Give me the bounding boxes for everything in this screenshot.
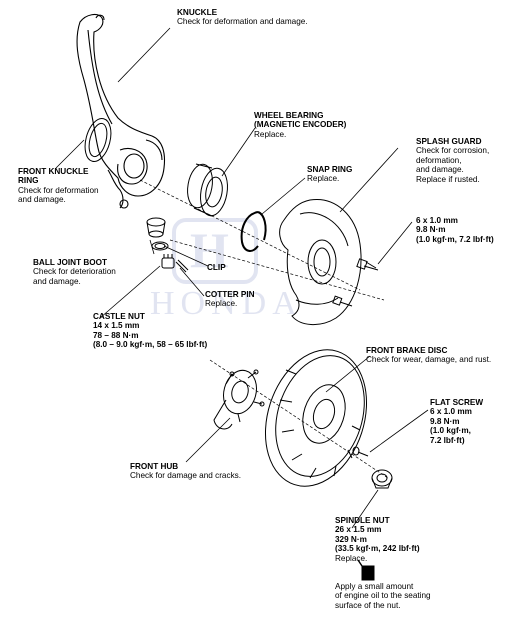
label-oil-note: Apply a small amount of engine oil to th… bbox=[335, 582, 431, 610]
front-hub-title: FRONT HUB bbox=[130, 462, 179, 471]
oil-note-line-1: Apply a small amount bbox=[335, 582, 414, 591]
snap-ring-note: Replace. bbox=[307, 174, 340, 184]
knuckle-ring-title-2: RING bbox=[18, 176, 39, 186]
oil-note-line-2: of engine oil to the seating bbox=[335, 591, 431, 601]
splash-guard-line-1: Check for corrosion, bbox=[416, 146, 490, 156]
spindle-nut-torque-nm: 329 N·m bbox=[335, 534, 367, 544]
splash-bolts bbox=[332, 258, 379, 307]
label-front-brake-disc: FRONT BRAKE DISC Check for wear, damage,… bbox=[366, 346, 491, 365]
label-knuckle: KNUCKLE Check for deformation and damage… bbox=[177, 8, 308, 27]
oil-can-icon bbox=[357, 559, 375, 581]
spindle-nut-torque-alt: (33.5 kgf·m, 242 lbf·ft) bbox=[335, 544, 420, 554]
knuckle-note: Check for deformation and damage. bbox=[177, 17, 308, 27]
assembly-lines bbox=[139, 179, 389, 479]
clip-part bbox=[151, 241, 169, 251]
label-splash-guard: SPLASH GUARD Check for corrosion, deform… bbox=[416, 137, 489, 184]
oil-note-line-3: surface of the nut. bbox=[335, 600, 401, 610]
splash-guard-line-2: deformation, bbox=[416, 155, 462, 165]
front-hub-note: Check for damage and cracks. bbox=[130, 471, 242, 481]
castle-nut-size: 14 x 1.5 mm bbox=[93, 321, 140, 331]
flat-screw-torque-alt-1: (1.0 kgf·m, bbox=[430, 426, 471, 436]
cotter-pin-part bbox=[175, 259, 189, 273]
label-snap-ring: SNAP RING Replace. bbox=[307, 165, 352, 184]
wheel-bearing-title-1: WHEEL BEARING bbox=[254, 111, 324, 120]
watermark-text: HONDA bbox=[150, 285, 303, 322]
clip-title: CLIP bbox=[207, 263, 226, 272]
knuckle-title: KNUCKLE bbox=[177, 8, 218, 17]
wheel-bearing-note: Replace. bbox=[254, 129, 287, 139]
castle-nut-part bbox=[161, 254, 175, 269]
ball-joint-boot-line-1: Check for deterioration bbox=[33, 267, 116, 277]
label-castle-nut: CASTLE NUT 14 x 1.5 mm 78 – 88 N·m (8.0 … bbox=[93, 312, 207, 350]
castle-nut-torque-nm: 78 – 88 N·m bbox=[93, 330, 139, 340]
flat-screw-torque-nm: 9.8 N·m bbox=[430, 416, 460, 426]
brake-disc-note: Check for wear, damage, and rust. bbox=[366, 355, 492, 365]
spindle-nut-title: SPINDLE NUT bbox=[335, 516, 390, 525]
label-front-knuckle-ring: FRONT KNUCKLE RING Check for deformation… bbox=[18, 167, 99, 205]
flat-screw-torque-alt-2: 7.2 lbf·ft) bbox=[430, 435, 465, 445]
brake-disc-part bbox=[264, 349, 368, 487]
label-flat-screw: FLAT SCREW 6 x 1.0 mm 9.8 N·m (1.0 kgf·m… bbox=[430, 398, 483, 445]
spindle-nut-size: 26 x 1.5 mm bbox=[335, 525, 382, 535]
ball-joint-boot-title: BALL JOINT BOOT bbox=[33, 258, 107, 267]
spindle-nut-note: Replace. bbox=[335, 553, 368, 563]
label-wheel-bearing: WHEEL BEARING (MAGNETIC ENCODER) Replace… bbox=[254, 111, 346, 139]
knuckle-part bbox=[76, 13, 166, 209]
castle-nut-title: CASTLE NUT bbox=[93, 312, 145, 321]
knuckle-ring-line-2: and damage. bbox=[18, 195, 66, 205]
splash-guard-title: SPLASH GUARD bbox=[416, 137, 482, 146]
watermark-logo-letter: H bbox=[190, 222, 229, 278]
splash-bolt-torque-nm: 9.8 N·m bbox=[416, 225, 446, 235]
castle-nut-torque-alt: (8.0 – 9.0 kgf·m, 58 – 65 lbf·ft) bbox=[93, 340, 208, 350]
flat-screw-size: 6 x 1.0 mm bbox=[430, 407, 472, 417]
ball-joint-boot-line-2: and damage. bbox=[33, 276, 81, 286]
label-ball-joint-boot: BALL JOINT BOOT Check for deterioration … bbox=[33, 258, 116, 286]
label-splash-bolt-torque: 6 x 1.0 mm 9.8 N·m (1.0 kgf·m, 7.2 lbf·f… bbox=[416, 216, 494, 244]
snap-ring-part bbox=[240, 211, 267, 252]
knuckle-ring-part bbox=[84, 118, 112, 162]
label-cotter-pin: COTTER PIN Replace. bbox=[205, 290, 255, 309]
splash-bolt-size: 6 x 1.0 mm bbox=[416, 216, 458, 225]
brake-disc-title: FRONT BRAKE DISC bbox=[366, 346, 448, 355]
knuckle-ring-title-1: FRONT KNUCKLE bbox=[18, 167, 89, 176]
splash-guard-part bbox=[279, 199, 362, 325]
cotter-pin-note: Replace. bbox=[205, 299, 238, 309]
cotter-pin-title: COTTER PIN bbox=[205, 290, 255, 299]
flat-screw-title: FLAT SCREW bbox=[430, 398, 484, 407]
ball-joint-boot-part bbox=[146, 217, 166, 238]
leader-lines bbox=[55, 27, 429, 529]
splash-guard-line-4: Replace if rusted. bbox=[416, 174, 480, 184]
watermark-logo: H bbox=[172, 218, 258, 284]
label-spindle-nut: SPINDLE NUT 26 x 1.5 mm 329 N·m (33.5 kg… bbox=[335, 516, 420, 563]
label-clip: CLIP bbox=[207, 263, 226, 272]
spindle-nut-part bbox=[371, 469, 393, 489]
snap-ring-title: SNAP RING bbox=[307, 165, 353, 174]
flat-screw-part bbox=[352, 446, 369, 457]
label-front-hub: FRONT HUB Check for damage and cracks. bbox=[130, 462, 241, 481]
knuckle-ring-line-1: Check for deformation bbox=[18, 185, 99, 195]
splash-guard-line-3: and damage. bbox=[416, 165, 464, 175]
splash-bolt-torque-alt: (1.0 kgf·m, 7.2 lbf·ft) bbox=[416, 234, 494, 244]
wheel-bearing-part bbox=[187, 163, 228, 217]
front-hub-part bbox=[213, 369, 265, 430]
wheel-bearing-title-2: (MAGNETIC ENCODER) bbox=[254, 120, 347, 130]
